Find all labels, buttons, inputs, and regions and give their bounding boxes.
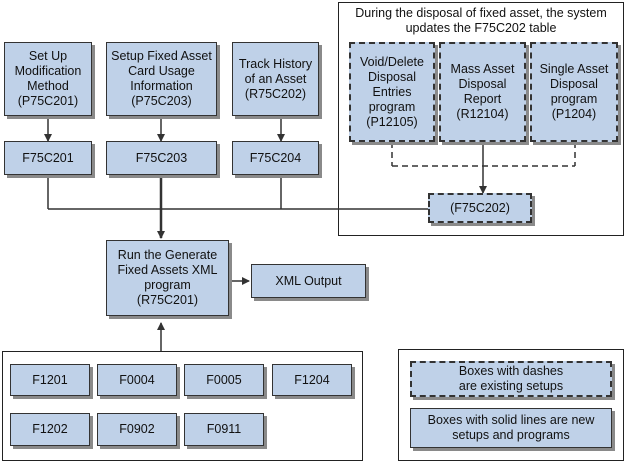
source-table-f1202: F1202 [10, 413, 90, 446]
source-table-f0005: F0005 [184, 364, 264, 396]
table-f75c202-box: (F75C202) [428, 193, 532, 223]
source-table-f0004: F0004 [97, 364, 177, 396]
source-table-f0902: F0902 [97, 413, 177, 446]
legend-dashed-box: Boxes with dashes are existing setups [410, 361, 612, 397]
legend-solid-box: Boxes with solid lines are new setups an… [410, 408, 612, 448]
mass-asset-disposal-box: Mass Asset Disposal Report (R12104) [439, 42, 526, 142]
source-table-f0911: F0911 [184, 413, 264, 446]
source-table-f1204: F1204 [272, 364, 352, 396]
disposal-caption: During the disposal of fixed asset, the … [355, 6, 607, 35]
table-f75c201-box: F75C201 [4, 141, 92, 175]
table-f75c204-box: F75C204 [232, 141, 319, 175]
setup-modification-method-box: Set Up Modification Method (P75C201) [4, 42, 92, 116]
xml-output-box: XML Output [251, 264, 366, 298]
table-f75c203-box: F75C203 [106, 141, 217, 175]
source-table-f1201: F1201 [10, 364, 90, 396]
generate-xml-program-box: Run the Generate Fixed Assets XML progra… [106, 240, 229, 316]
setup-card-usage-box: Setup Fixed Asset Card Usage Information… [106, 42, 217, 116]
void-delete-disposal-box: Void/Delete Disposal Entries program (P1… [349, 42, 435, 142]
track-asset-history-box: Track History of an Asset (R75C202) [232, 42, 319, 116]
single-asset-disposal-box: Single Asset Disposal program (P1204) [530, 42, 618, 142]
